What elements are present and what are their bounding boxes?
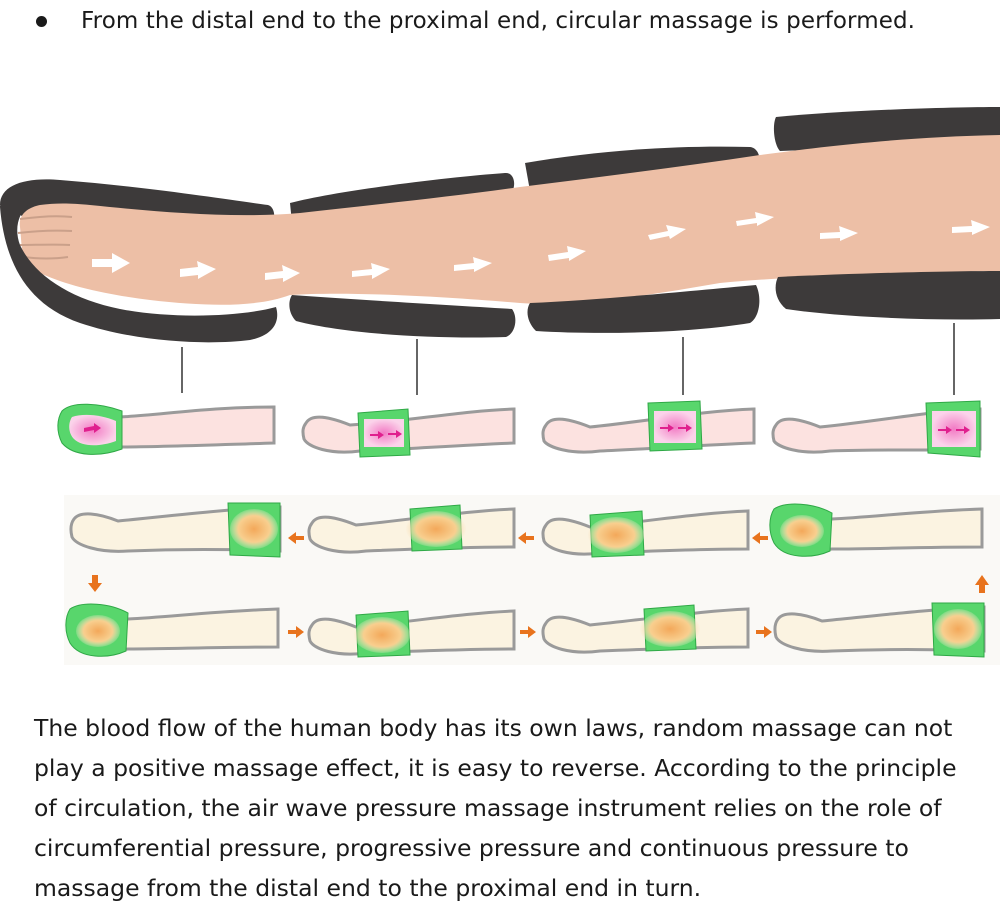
connector-lines (181, 323, 955, 395)
cycle-arrows-row2 (288, 626, 772, 638)
flow-arrow-icon (180, 261, 216, 279)
cycle-leg-r1-c2 (307, 504, 516, 554)
cuff-foot-bottom (0, 200, 278, 343)
sequence-arrow-right-icon (756, 626, 772, 638)
cycle-arrows-row1 (288, 532, 768, 544)
sequence-arrow-left-icon (752, 532, 768, 544)
flow-arrow-icon (265, 265, 300, 282)
stage-leg-knee (541, 400, 756, 454)
bullet-dot-icon (36, 15, 47, 27)
cycle-leg-r2-c3 (541, 604, 750, 654)
cycle-leg-r1-c3 (541, 509, 750, 558)
cycle-leg-r1-c4 (769, 503, 984, 557)
bullet-text: From the distal end to the proximal end,… (81, 8, 916, 34)
massage-diagram (0, 107, 1000, 665)
cuff-calf-bottom (289, 295, 516, 338)
sequence-arrow-up-icon (975, 575, 989, 593)
flow-arrow-icon (648, 225, 686, 240)
flow-arrow-icon (548, 246, 586, 261)
sequence-arrow-down-icon (88, 575, 102, 592)
stage-leg-foot (57, 403, 276, 455)
stage-leg-thigh (771, 400, 982, 458)
sequence-arrow-left-icon (518, 532, 534, 544)
flow-arrow-icon (352, 263, 390, 279)
large-leg-illustration (0, 107, 1000, 343)
sequence-arrow-right-icon (520, 626, 536, 638)
bullet-row: From the distal end to the proximal end,… (36, 4, 986, 38)
flow-arrows (92, 212, 990, 282)
cycle-leg-r2-c1 (65, 603, 280, 657)
sequence-arrow-right-icon (288, 626, 304, 638)
flow-arrow-icon (92, 253, 130, 273)
cycle-grid (64, 495, 1000, 665)
cuff-knee-bottom (527, 285, 760, 333)
cycle-leg-r2-c2 (307, 609, 516, 658)
stage-leg-calf (301, 407, 516, 458)
flow-arrow-icon (952, 220, 990, 235)
cuff-thigh-bottom (775, 271, 1000, 320)
cycle-leg-r1-c1 (69, 502, 282, 558)
leg-body (19, 135, 1000, 305)
toe-lines (17, 215, 73, 260)
flow-arrow-icon (736, 212, 774, 226)
caption-paragraph: The blood flow of the human body has its… (34, 714, 957, 902)
single-stage-row (57, 400, 982, 458)
sequence-arrow-left-icon (288, 532, 304, 544)
flow-arrow-icon (820, 226, 858, 241)
flow-arrow-icon (454, 257, 492, 272)
cycle-leg-r2-c4 (773, 602, 986, 658)
